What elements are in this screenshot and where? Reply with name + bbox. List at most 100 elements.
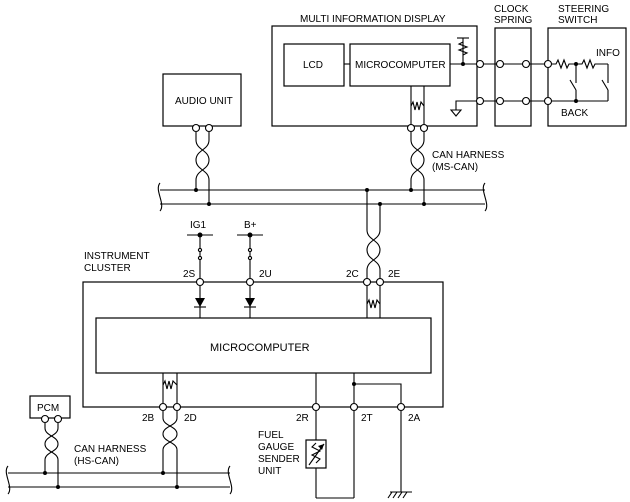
cluster-bus-wire-h xyxy=(366,190,381,281)
fuse-pin xyxy=(197,255,203,261)
steering-switch-label-1: STEERING xyxy=(558,4,609,15)
cluster-bus-wire-l xyxy=(366,204,381,281)
pcm-can-wire-l xyxy=(44,423,59,487)
junction-dot xyxy=(461,62,465,66)
mid-switch-line-bottom xyxy=(455,100,480,110)
junction-dot xyxy=(175,485,179,489)
junction-dot xyxy=(409,188,413,192)
bus-break-left xyxy=(5,465,11,495)
connector-pin xyxy=(245,277,255,287)
mid-bus-wire-h xyxy=(410,132,425,190)
audio-unit-box xyxy=(162,73,242,127)
junction-dot xyxy=(194,188,198,192)
back-switch-lever xyxy=(569,79,577,91)
terminal-2a: 2A xyxy=(408,413,421,424)
connector-pin xyxy=(475,96,485,106)
multi-info-display-label: MULTI INFORMATION DISPLAY xyxy=(300,14,446,25)
can-hs-label-2: (HS-CAN) xyxy=(74,456,119,467)
can-ms-label-1: CAN HARNESS xyxy=(432,150,505,161)
terminal-2t: 2T xyxy=(361,413,373,424)
connector-pin xyxy=(53,414,63,424)
terminal-2s: 2S xyxy=(183,269,196,280)
connector-pin xyxy=(375,277,385,287)
fuse-pin xyxy=(247,255,253,261)
fuel-label-2: GAUGE xyxy=(258,442,294,453)
terminal-2d: 2D xyxy=(184,413,197,424)
steering-switch-label-2: SWITCH xyxy=(558,15,597,26)
ground-hatch xyxy=(397,491,403,499)
connector-pin xyxy=(195,277,205,287)
connector-pin xyxy=(362,277,372,287)
junction-dot xyxy=(56,485,60,489)
junction-dot xyxy=(422,202,426,206)
terminal-2c: 2C xyxy=(346,269,359,280)
ground-symbol xyxy=(449,109,463,117)
instrument-cluster-label-2: CLUSTER xyxy=(84,263,131,274)
mid-microcomputer-label: MICROCOMPUTER xyxy=(355,60,446,71)
steering-resistor-2 xyxy=(576,58,608,70)
connector-pin xyxy=(158,402,168,412)
ground-hatch xyxy=(402,491,408,499)
diode-ig1 xyxy=(195,298,205,307)
cluster-hs-wire-l xyxy=(162,411,178,487)
junction-dot xyxy=(207,202,211,206)
ground-hatch xyxy=(387,491,393,499)
clock-spring-label-1: CLOCK xyxy=(494,4,529,15)
bplus-label: B+ xyxy=(244,220,257,231)
ic-hs-can-terminator xyxy=(162,379,178,390)
connector-pin xyxy=(419,123,429,133)
pcm-can-wire-h xyxy=(44,423,59,473)
connector-pin xyxy=(204,123,214,133)
instrument-cluster-label-1: INSTRUMENT xyxy=(84,251,150,262)
fuel-label-3: SENDER xyxy=(258,454,300,465)
terminal-2r: 2R xyxy=(296,413,309,424)
connector-pin xyxy=(521,96,531,106)
connector-pin xyxy=(543,59,553,69)
pcm-label: PCM xyxy=(37,403,59,414)
terminal-2u: 2U xyxy=(259,269,272,280)
connector-pin xyxy=(495,59,505,69)
back-label: BACK xyxy=(561,108,589,119)
info-label: INFO xyxy=(596,48,620,59)
can-hs-label-1: CAN HARNESS xyxy=(74,444,147,455)
ic-microcomputer-box xyxy=(95,317,432,374)
fuse-pin xyxy=(247,247,253,253)
fuel-sender-resistor xyxy=(310,442,322,464)
junction-dot xyxy=(43,471,47,475)
lcd-box xyxy=(283,43,345,87)
ic-2a-wire xyxy=(354,383,402,403)
mid-microcomputer-box xyxy=(349,43,451,87)
connector-pin xyxy=(349,402,359,412)
connector-pin xyxy=(521,59,531,69)
ic-ms-can-terminator xyxy=(366,298,381,309)
pcm-box xyxy=(29,395,71,419)
info-switch-lever xyxy=(601,79,609,91)
connector-pin xyxy=(172,402,182,412)
connector-pin xyxy=(406,123,416,133)
clock-spring-box xyxy=(494,27,532,127)
clock-spring-label-2: SPRING xyxy=(494,15,533,26)
steering-resistor-1 xyxy=(552,58,576,70)
can-ms-label-2: (MS-CAN) xyxy=(432,162,478,173)
ic-microcomputer-label: MICROCOMPUTER xyxy=(210,342,310,354)
connector-pin xyxy=(40,414,50,424)
mid-bus-wire-l xyxy=(410,132,425,204)
connector-pin xyxy=(495,96,505,106)
bus-break-right xyxy=(482,182,488,212)
connector-pin xyxy=(191,123,201,133)
fuel-label-1: FUEL xyxy=(258,430,284,441)
bus-break-left xyxy=(157,182,163,212)
junction-dot xyxy=(161,471,165,475)
cluster-hs-wire-h xyxy=(162,411,178,473)
connector-pin xyxy=(543,96,553,106)
mid-pullup-resistor xyxy=(457,41,469,56)
ig1-label: IG1 xyxy=(190,220,207,231)
diode-bplus xyxy=(245,298,255,307)
steering-switch-box xyxy=(547,27,627,127)
fuse-pin xyxy=(197,247,203,253)
audio-unit-label: AUDIO UNIT xyxy=(175,96,233,107)
connector-pin xyxy=(396,402,406,412)
fuel-sender-unit-box xyxy=(305,439,327,469)
fuel-sender-arrow xyxy=(318,444,324,450)
